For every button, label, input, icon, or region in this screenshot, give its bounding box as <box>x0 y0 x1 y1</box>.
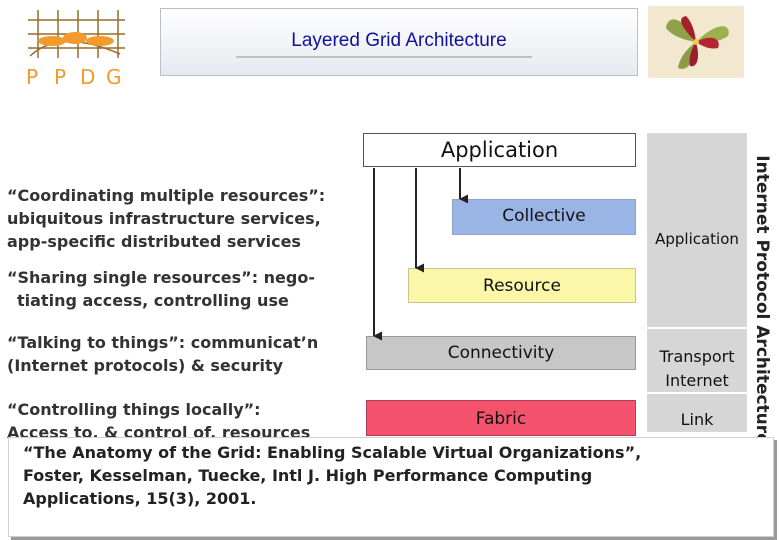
description-line: app-specific distributed services <box>7 232 301 251</box>
ip-layer-transport: Transport <box>659 347 735 366</box>
citation-box: “The Anatomy of the Grid: Enabling Scala… <box>8 437 774 537</box>
description-line: ubiquitous infrastructure services, <box>7 209 321 228</box>
ip-separator <box>647 392 747 394</box>
layer-fabric: Fabric <box>366 400 636 436</box>
description-coordinating: “Coordinating multiple resources”: ubiqu… <box>7 184 325 253</box>
citation-line: “The Anatomy of the Grid: Enabling Scala… <box>23 443 642 462</box>
citation-line: Foster, Kesselman, Tuecke, Intl J. High … <box>23 466 593 485</box>
ppdg-logo: P P D G <box>26 10 125 89</box>
layer-application: Application <box>363 133 636 167</box>
flower-image <box>648 6 744 78</box>
citation-line: Applications, 15(3), 2001. <box>23 489 257 508</box>
ip-architecture-label: Internet Protocol Architecture <box>752 155 772 445</box>
logo-letter-4: G <box>106 65 122 89</box>
logo-letter-3: D <box>80 65 95 89</box>
description-line: “Coordinating multiple resources”: <box>7 186 326 205</box>
title-bar <box>160 8 638 76</box>
description-talking: “Talking to things”: communicat’n (Inter… <box>7 331 318 377</box>
layer-connectivity: Connectivity <box>366 336 636 370</box>
internet-protocol-column <box>647 133 747 432</box>
description-sharing: “Sharing single resources”: nego- tiatin… <box>7 266 315 312</box>
ip-layer-link: Link <box>680 410 714 429</box>
title-underline <box>236 56 532 58</box>
description-line: “Controlling things locally”: <box>7 400 261 419</box>
description-line: “Sharing single resources”: nego- <box>7 268 315 287</box>
logo-letter-1: P <box>26 65 38 89</box>
ip-separator <box>647 327 747 329</box>
layer-collective: Collective <box>452 199 636 235</box>
description-line: (Internet protocols) & security <box>7 356 284 375</box>
ip-layer-application: Application <box>655 230 739 248</box>
layer-resource: Resource <box>408 268 636 303</box>
ip-layer-internet: Internet <box>665 371 729 390</box>
ip-architecture-label-container: Internet Protocol Architecture <box>749 150 775 450</box>
ppdg-logo-letters: P P D G <box>26 65 122 89</box>
description-line: tiating access, controlling use <box>17 291 289 310</box>
ppdg-logo-blobs <box>38 32 114 46</box>
page-title: Layered Grid Architecture <box>291 30 507 51</box>
description-line: “Talking to things”: communicat’n <box>7 333 319 352</box>
logo-letter-2: P <box>54 65 66 89</box>
